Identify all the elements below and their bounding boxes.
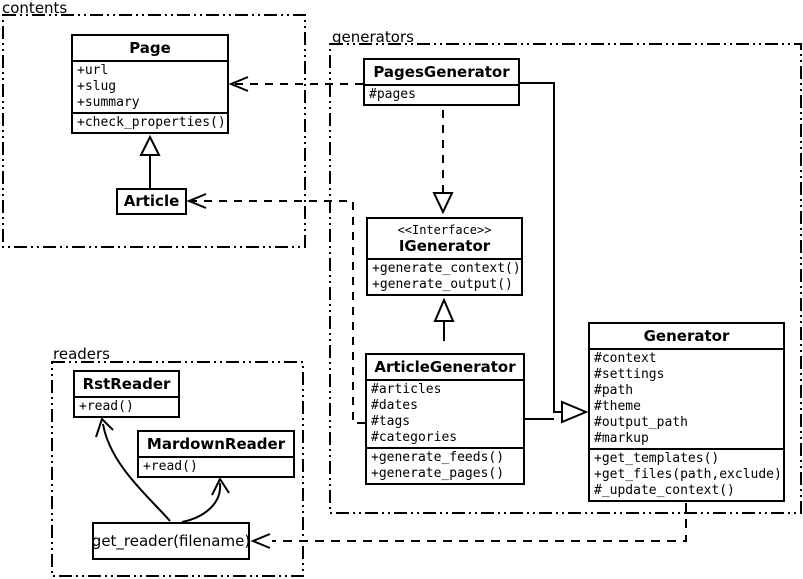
class-pagesgenerator-name: PagesGenerator [373, 63, 510, 81]
package-readers-border [51, 361, 304, 577]
class-page-methods: +check_properties() [73, 112, 227, 132]
method: +generate_feeds() [371, 450, 505, 465]
generalization-articlegenerator-to-igenerator [433, 297, 455, 341]
class-generator-methods: +get_templates() +get_files(path,exclude… [590, 448, 783, 500]
generalization-generators-to-generator [520, 82, 589, 424]
attribute: #path [594, 383, 634, 398]
attribute: #articles [371, 382, 442, 397]
arrow-getreader-to-rstreader [95, 417, 171, 522]
method: +get_files(path,exclude) [594, 467, 782, 482]
open-arrowhead-icon [228, 76, 249, 92]
hollow-triangle-icon [433, 297, 455, 322]
get-reader-label: get_reader(filename) [91, 532, 251, 550]
open-arrowhead-icon [186, 193, 207, 209]
class-igenerator-methods: +generate_context() +generate_output() [368, 258, 521, 294]
attribute: #tags [371, 414, 411, 429]
class-articlegenerator-name: ArticleGenerator [374, 358, 516, 376]
class-pagesgenerator-attributes: #pages [365, 84, 518, 104]
attribute: +summary [77, 95, 140, 110]
class-generator: Generator #context #settings #path #them… [588, 322, 785, 502]
class-igenerator: <<Interface>> IGenerator +generate_conte… [366, 217, 523, 296]
open-arrowhead-icon [250, 533, 271, 549]
method: +generate_output() [372, 277, 513, 292]
class-page-attributes: +url +slug +summary [73, 60, 227, 112]
method: #_update_context() [594, 483, 735, 498]
attribute: #categories [371, 430, 458, 445]
class-page-name: Page [129, 39, 171, 57]
method: +read() [79, 399, 134, 414]
open-arrowhead-icon [211, 476, 230, 496]
method: +read() [143, 459, 198, 474]
class-page: Page +url +slug +summary +check_properti… [71, 34, 229, 134]
class-igenerator-stereotype: <<Interface>> [397, 223, 492, 237]
hollow-triangle-icon [561, 400, 589, 424]
attribute: #markup [594, 431, 649, 446]
class-igenerator-name: IGenerator [398, 237, 491, 255]
realization-pagesgenerator-to-igenerator [432, 110, 454, 215]
method: +generate_pages() [371, 466, 505, 481]
class-articlegenerator-attributes: #articles #dates #tags #categories [367, 379, 523, 447]
dependency-pagesgenerator-to-page [228, 76, 363, 92]
class-article: Article [116, 188, 187, 215]
arrow-getreader-to-mardownreader [181, 476, 230, 523]
dependency-articlegenerator-to-article [186, 193, 365, 424]
package-generators-border [329, 43, 802, 514]
package-label-contents: contents [2, 0, 68, 17]
attribute: +slug [77, 79, 117, 94]
class-article-name: Article [123, 192, 180, 210]
class-pagesgenerator: PagesGenerator #pages [363, 58, 520, 106]
package-contents-border [2, 14, 306, 248]
attribute: #output_path [594, 415, 688, 430]
class-rstreader-name: RstReader [82, 375, 171, 393]
generalization-article-to-page [139, 134, 161, 188]
method: +check_properties() [77, 115, 226, 130]
class-mardownreader-name: MardownReader [146, 435, 286, 453]
attribute: #dates [371, 398, 418, 413]
method: +get_templates() [594, 451, 720, 466]
package-label-generators: generators [332, 28, 414, 46]
class-generator-attributes: #context #settings #path #theme #output_… [590, 348, 783, 448]
class-rstreader: RstReader +read() [73, 370, 180, 418]
class-igenerator-title: <<Interface>> IGenerator [368, 219, 521, 258]
dependency-generator-to-getreader [250, 503, 687, 549]
attribute: #context [594, 351, 657, 366]
class-generator-name: Generator [643, 327, 730, 345]
attribute: #settings [594, 367, 665, 382]
hollow-triangle-icon [139, 134, 161, 156]
attribute: +url [77, 63, 109, 78]
class-mardownreader-methods: +read() [139, 456, 293, 476]
class-mardownreader: MardownReader +read() [137, 430, 295, 478]
hollow-triangle-icon [432, 192, 454, 215]
attribute: #theme [594, 399, 641, 414]
package-label-readers: readers [53, 345, 110, 363]
attribute: #pages [369, 87, 416, 102]
class-rstreader-methods: +read() [75, 396, 178, 416]
class-articlegenerator: ArticleGenerator #articles #dates #tags … [365, 353, 525, 485]
get-reader-function-box: get_reader(filename) [92, 522, 250, 560]
class-articlegenerator-methods: +generate_feeds() +generate_pages() [367, 447, 523, 483]
method: +generate_context() [372, 261, 521, 276]
open-arrowhead-icon [95, 417, 114, 438]
